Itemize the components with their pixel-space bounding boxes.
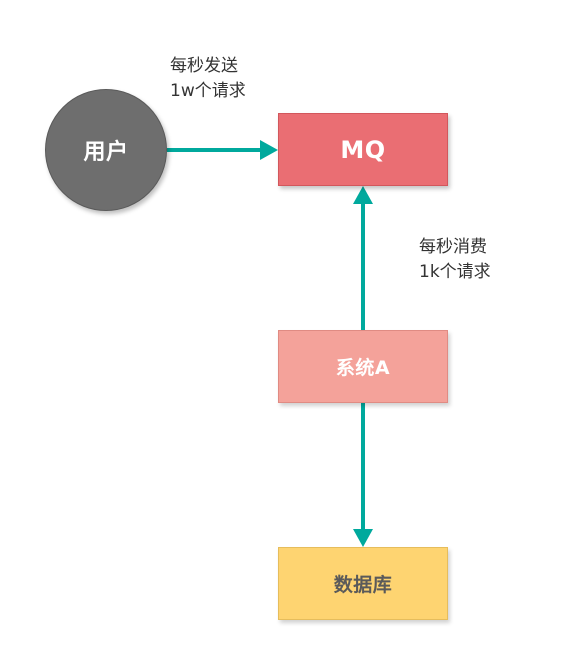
consume-rate-line-2: 1k个请求 <box>419 262 491 282</box>
mq-node: MQ <box>278 113 448 186</box>
user-node-label: 用户 <box>83 140 129 165</box>
user-node: 用户 <box>45 89 167 211</box>
send-rate-label: 每秒发送 1w个请求 <box>170 54 246 104</box>
send-rate-line-2: 1w个请求 <box>170 81 246 101</box>
system-a-node: 系统A <box>278 330 448 403</box>
arrow-user-to-mq-head <box>260 140 278 160</box>
send-rate-line-1: 每秒发送 <box>170 56 238 76</box>
arrow-system-to-mq-head <box>353 186 373 204</box>
consume-rate-line-1: 每秒消费 <box>419 237 487 257</box>
arrow-system-to-db-head <box>353 529 373 547</box>
system-a-node-label: 系统A <box>335 357 391 379</box>
mq-node-label: MQ <box>340 135 386 164</box>
database-node-label: 数据库 <box>333 574 393 596</box>
database-node: 数据库 <box>278 547 448 620</box>
consume-rate-label: 每秒消费 1k个请求 <box>419 235 491 285</box>
